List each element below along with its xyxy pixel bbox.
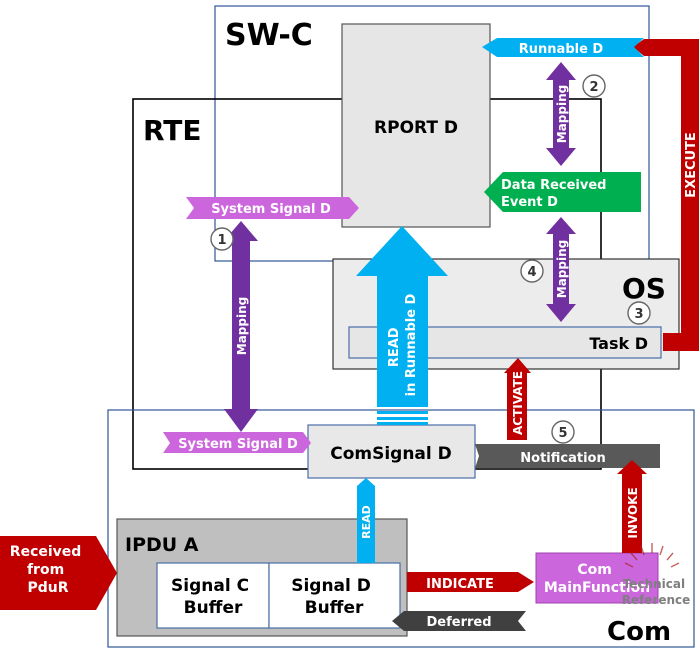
runnable-arrow bbox=[482, 38, 644, 57]
system-signal-top-label: System Signal D bbox=[211, 202, 331, 217]
activate-arrow bbox=[504, 358, 531, 440]
svg-text:Technical Reference: Technical Reference bbox=[622, 577, 691, 607]
svg-text:4: 4 bbox=[527, 265, 536, 280]
indicate-arrow bbox=[407, 572, 534, 592]
execute-label: EXECUTE bbox=[684, 132, 699, 198]
mapping-2-label: Mapping bbox=[555, 85, 569, 143]
read-in-runnable-tail-3 bbox=[377, 422, 428, 425]
rte-title: RTE bbox=[143, 114, 202, 147]
notification-label: Notification bbox=[520, 451, 605, 466]
svg-text:2: 2 bbox=[589, 80, 598, 95]
svg-text:1: 1 bbox=[217, 233, 226, 248]
signal-c-buffer-box bbox=[156, 562, 270, 629]
com-main-function-label: Com MainFunction bbox=[544, 562, 650, 596]
swc-title: SW-C bbox=[225, 18, 313, 53]
read-in-runnable-tail-1 bbox=[377, 411, 428, 414]
received-from-pdur-label: Received from PduR bbox=[10, 544, 86, 596]
task-label: Task D bbox=[589, 334, 648, 353]
ipdu-title: IPDU A bbox=[125, 534, 199, 556]
data-received-event-label: Data Received Event D bbox=[501, 178, 611, 210]
data-received-event-arrow bbox=[484, 172, 641, 212]
read-small-label: READ bbox=[360, 505, 373, 539]
system-signal-bottom-label: System Signal D bbox=[178, 437, 298, 452]
signal-c-buffer-label: Signal C Buffer bbox=[171, 576, 255, 618]
mapping-4-arrow bbox=[546, 217, 576, 322]
comsignal-label: ComSignal D bbox=[330, 444, 452, 464]
deferred-label: Deferred bbox=[426, 615, 491, 630]
marker-4: 4 bbox=[520, 259, 544, 283]
signal-d-buffer-label: Signal D Buffer bbox=[291, 576, 377, 618]
indicate-label: INDICATE bbox=[426, 577, 494, 592]
read-in-runnable-label: READ in Runnable D bbox=[387, 293, 419, 396]
com-main-function-box bbox=[535, 552, 659, 604]
mapping-2-arrow bbox=[546, 62, 576, 166]
invoke-label: INVOKE bbox=[626, 487, 640, 538]
rport-label: RPORT D bbox=[374, 118, 458, 138]
read-small-arrow bbox=[357, 478, 375, 563]
notification-arrow bbox=[475, 444, 660, 468]
received-from-pdur-arrow bbox=[0, 536, 117, 610]
system-signal-bottom-arrow bbox=[163, 432, 311, 453]
technical-reference-watermark: Technical Reference bbox=[622, 543, 691, 607]
marker-5: 5 bbox=[551, 420, 575, 444]
marker-3: 3 bbox=[627, 301, 651, 325]
mapping-4-label: Mapping bbox=[555, 240, 569, 298]
deferred-arrow bbox=[392, 611, 526, 631]
marker-1: 1 bbox=[210, 227, 234, 251]
rport-box bbox=[341, 23, 491, 228]
svg-text:5: 5 bbox=[558, 426, 567, 441]
svg-text:3: 3 bbox=[634, 307, 643, 322]
read-in-runnable-tail-2 bbox=[377, 417, 428, 420]
invoke-arrow bbox=[617, 460, 647, 553]
activate-label: ACTIVATE bbox=[511, 371, 525, 435]
mapping-1-arrow bbox=[224, 221, 258, 432]
com-box bbox=[107, 409, 695, 648]
execute-arrow bbox=[633, 39, 699, 351]
mapping-1-label: Mapping bbox=[235, 297, 249, 355]
signal-d-buffer-box bbox=[268, 562, 401, 629]
com-title: Com bbox=[607, 617, 671, 647]
comsignal-box bbox=[307, 424, 476, 479]
read-in-runnable-arrow bbox=[356, 226, 448, 407]
runnable-label: Runnable D bbox=[519, 42, 604, 57]
system-signal-top-arrow bbox=[186, 197, 359, 219]
os-title: OS bbox=[622, 272, 666, 305]
marker-2: 2 bbox=[582, 74, 606, 98]
